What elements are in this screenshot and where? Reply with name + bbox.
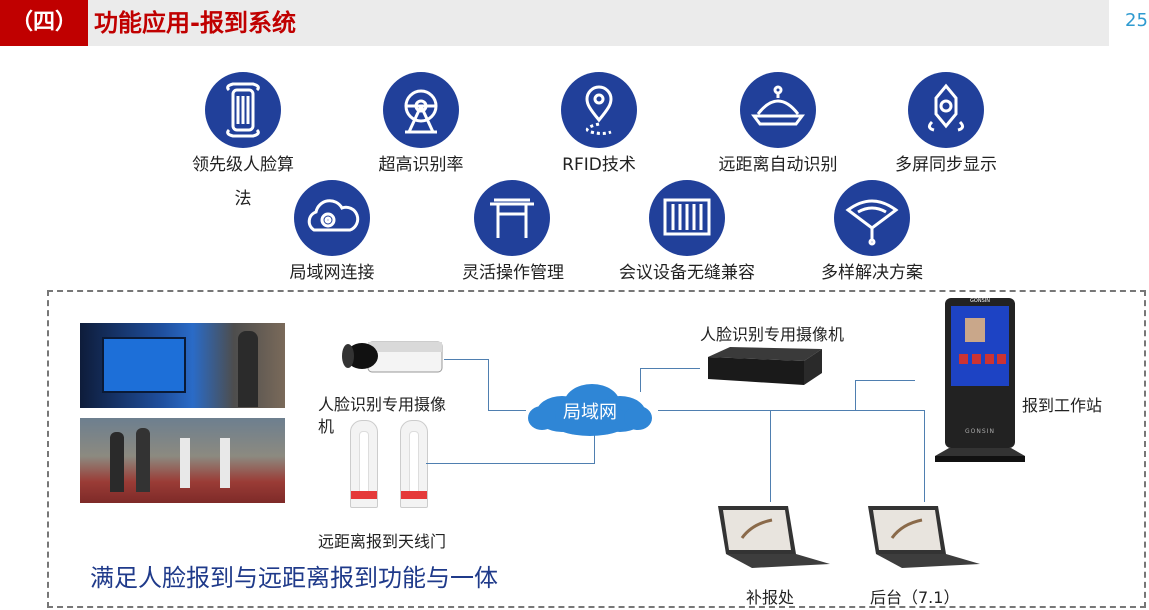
feature-label-flexible-management: 灵活操作管理 <box>462 263 564 283</box>
photo-antenna-gate-entrance <box>80 418 285 503</box>
screen-panel-icon <box>649 180 725 256</box>
face-camera-label: 人脸识别专用摄像机 <box>318 395 447 436</box>
link-camera-v <box>488 359 489 410</box>
section-number-block <box>0 0 88 46</box>
feature-label-face-algorithm: 领先级人脸算法 <box>192 155 294 209</box>
link-laptop1 <box>770 410 771 502</box>
kiosk-brand-top: GONSIN <box>970 298 990 304</box>
link-kiosk-v <box>855 380 856 410</box>
gate-icon <box>474 180 550 256</box>
feature-label-long-range: 远距离自动识别 <box>718 155 838 175</box>
fan-icon <box>834 180 910 256</box>
feature-label-rfid: RFID技术 <box>562 155 636 175</box>
feature-label-multi-screen: 多屏同步显示 <box>895 155 997 175</box>
face-box-label: 人脸识别专用摄像机 <box>700 325 845 344</box>
link-box-v <box>640 368 641 392</box>
ornament-icon <box>908 72 984 148</box>
section-number: （四） <box>10 10 77 35</box>
scroll-icon <box>205 72 281 148</box>
page-title: 功能应用-报到系统 <box>94 9 296 37</box>
slogan-text: 满足人脸报到与远距离报到功能与一体 <box>90 564 498 592</box>
face-camera-image <box>340 336 444 376</box>
location-pin-icon <box>561 72 637 148</box>
link-laptop2 <box>924 410 925 502</box>
link-gate-h <box>426 463 594 464</box>
antenna-gate-label: 远距离报到天线门 <box>318 532 447 551</box>
lan-cloud-icon <box>522 380 658 438</box>
checkin-kiosk-image <box>931 296 1029 466</box>
diagram-frame <box>47 290 1146 608</box>
link-camera-to-cloud <box>488 410 526 411</box>
header-bar <box>0 0 1109 46</box>
dome-icon <box>740 72 816 148</box>
feature-label-diverse-solutions: 多样解决方案 <box>821 263 923 283</box>
lan-label: 局域网 <box>563 402 617 423</box>
link-main-bus <box>658 410 924 411</box>
ferris-wheel-icon <box>383 72 459 148</box>
laptop-supplement-label: 补报处 <box>746 588 795 607</box>
kiosk-brand-bottom: GONSIN <box>965 428 995 435</box>
photo-face-recognition-screen <box>80 323 285 408</box>
antenna-gate-left <box>350 420 378 508</box>
feature-label-seamless-compatibility: 会议设备无缝兼容 <box>619 263 755 283</box>
workstation-label: 报到工作站 <box>1022 396 1103 415</box>
cloud-swirl-icon <box>294 180 370 256</box>
laptop-supplement-image <box>712 504 832 570</box>
antenna-gate-right <box>400 420 428 508</box>
link-box-h <box>640 368 700 369</box>
feature-label-lan: 局域网连接 <box>289 263 375 283</box>
page-number: 25 <box>1125 10 1148 31</box>
link-camera-h <box>444 359 488 360</box>
link-kiosk-h <box>855 380 915 381</box>
feature-label-recognition-rate: 超高识别率 <box>378 155 464 175</box>
link-gate-v <box>594 432 595 464</box>
laptop-backend-label: 后台（7.1） <box>870 588 960 607</box>
face-recognition-box-image <box>700 343 824 389</box>
laptop-backend-image <box>862 504 982 570</box>
